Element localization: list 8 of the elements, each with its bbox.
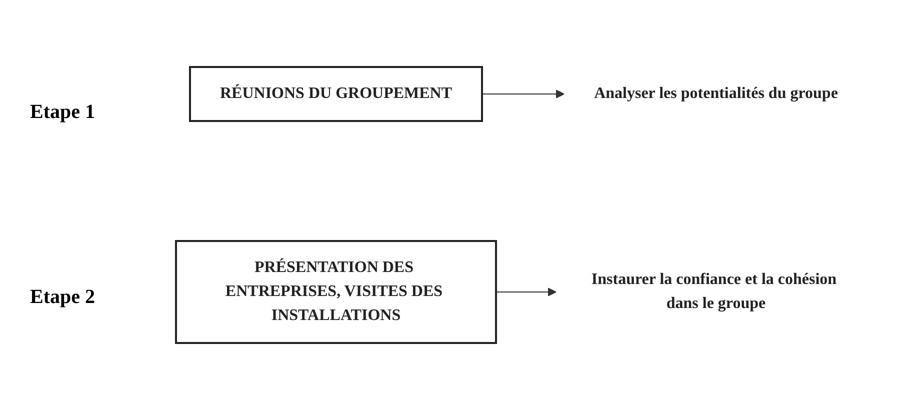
step-label: Etape 2 [29, 286, 96, 309]
arrow [496, 288, 556, 296]
node-text: Analyser les potentialités du groupe [594, 85, 838, 102]
node-box: PRÉSENTATION DES ENTREPRISES, VISITES DES INSTALLATIONS [175, 240, 497, 344]
arrow [482, 90, 564, 98]
node-box: RÉUNIONS DU GROUPEMENT [189, 66, 483, 122]
step-label: Etape 1 [29, 101, 96, 124]
node-text: Instaurer la confiance et la cohésion dans le groupe [591, 271, 837, 312]
